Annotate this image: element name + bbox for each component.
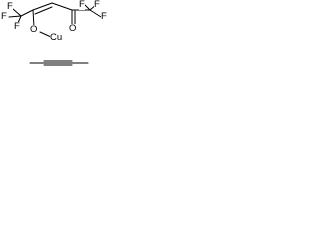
bond-c-o-ether bbox=[32, 9, 35, 28]
atom-fluorine-top-right-2: F bbox=[94, 0, 100, 10]
atom-oxygen-carbonyl: O bbox=[69, 23, 77, 34]
bond-cf-left bbox=[8, 15, 22, 18]
bond-cf-top-left bbox=[12, 8, 22, 17]
atom-oxygen-ether: O bbox=[30, 24, 38, 35]
bond-lines bbox=[8, 2, 102, 66]
bond-cf-top-right-1 bbox=[83, 3, 91, 11]
atom-fluorine-right: F bbox=[101, 11, 107, 22]
bond-c-c-carbonyl bbox=[51, 2, 73, 11]
bond-cf-bottom-left bbox=[17, 15, 22, 24]
atom-fluorine-bottom-left: F bbox=[14, 21, 20, 32]
atom-fluorine-top-right-1: F bbox=[79, 0, 85, 10]
bond-c-c-double-2 bbox=[34, 6, 53, 15]
atom-fluorine-top-left: F bbox=[7, 1, 13, 12]
bond-cf3-to-enol-carbon bbox=[20, 9, 34, 17]
bond-c-c-double-1 bbox=[32, 2, 53, 11]
atom-copper: Cu bbox=[50, 32, 63, 43]
bond-o-cu bbox=[39, 31, 52, 38]
atom-fluorine-left: F bbox=[1, 11, 7, 22]
chemical-structure: F F F F F F O O Cu bbox=[0, 0, 114, 87]
bond-cf-right bbox=[89, 9, 102, 18]
